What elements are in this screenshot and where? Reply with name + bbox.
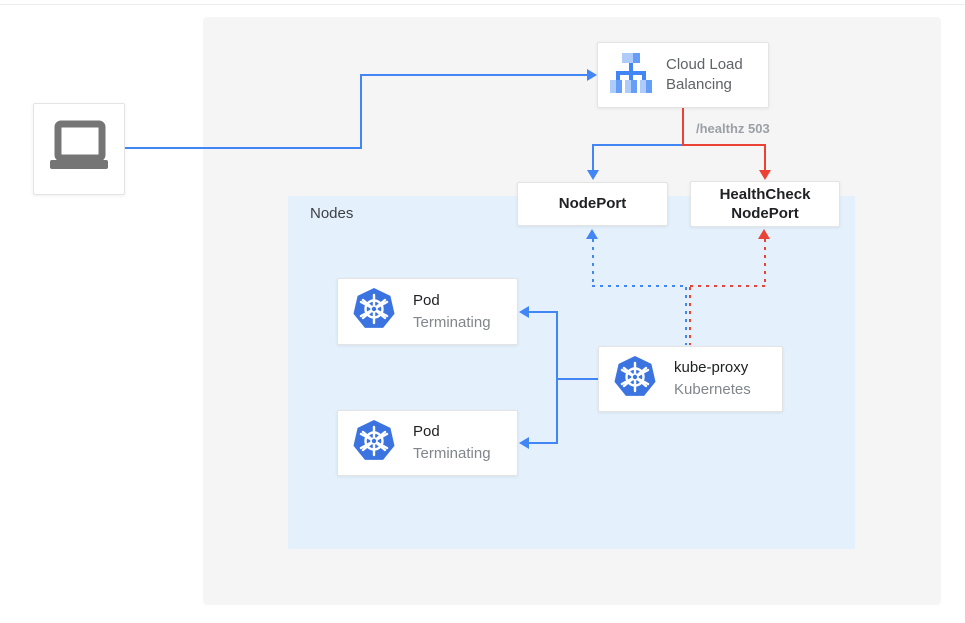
arrowhead-dotted-into-healthcheck bbox=[758, 229, 770, 239]
arrowhead-into-lb bbox=[587, 69, 597, 81]
dotted-blue-h bbox=[592, 285, 687, 287]
connector-kubeproxy-split-v bbox=[556, 311, 558, 444]
kubernetes-icon bbox=[352, 287, 396, 336]
connector-branch-blue-h bbox=[592, 144, 684, 146]
healthz-status-label: /healthz 503 bbox=[696, 121, 770, 136]
dotted-blue-v-nodeport bbox=[592, 239, 594, 286]
connector-to-pod1-h bbox=[528, 311, 558, 313]
connector-to-pod2-h bbox=[528, 442, 558, 444]
nodeport-node: NodePort bbox=[517, 182, 668, 226]
top-divider bbox=[0, 4, 965, 5]
arrowhead-into-nodeport bbox=[587, 170, 599, 180]
laptop-icon bbox=[46, 118, 112, 181]
cloud-load-balancing-node: Cloud Load Balancing bbox=[597, 42, 769, 108]
arrowhead-into-pod1 bbox=[519, 306, 529, 318]
connector-branch-red-h bbox=[682, 144, 766, 146]
nodes-panel-label: Nodes bbox=[310, 205, 354, 222]
pod1-title: Pod bbox=[413, 291, 440, 309]
kubernetes-icon bbox=[613, 355, 657, 404]
connector-branch-red-v bbox=[764, 144, 766, 171]
connector-client-to-lb-h bbox=[125, 147, 362, 149]
nodeport-label: NodePort bbox=[558, 195, 627, 213]
dotted-red-v-healthcheck bbox=[764, 239, 766, 286]
pod2-node: Pod Terminating bbox=[337, 410, 518, 476]
connector-branch-blue-v bbox=[592, 144, 594, 171]
dotted-pair-red-v bbox=[689, 287, 691, 345]
cloud-load-balancing-label: Cloud Load Balancing bbox=[666, 55, 743, 93]
load-balancer-icon bbox=[609, 52, 653, 98]
healthcheck-nodeport-label: HealthCheck NodePort bbox=[719, 185, 811, 223]
connector-client-to-lb-v bbox=[360, 74, 362, 149]
pod2-status: Terminating bbox=[413, 445, 491, 462]
pod1-node: Pod Terminating bbox=[337, 278, 518, 345]
kube-proxy-subtitle: Kubernetes bbox=[674, 381, 751, 398]
connector-client-to-lb-h2 bbox=[360, 74, 588, 76]
healthcheck-nodeport-node: HealthCheck NodePort bbox=[690, 181, 840, 227]
connector-kubeproxy-out-h bbox=[557, 378, 598, 380]
dotted-red-h bbox=[690, 285, 766, 287]
pod1-status: Terminating bbox=[413, 313, 491, 331]
arrowhead-into-pod2 bbox=[519, 437, 529, 449]
connector-lb-stem-red bbox=[682, 108, 684, 146]
kubernetes-icon bbox=[352, 419, 396, 468]
kube-proxy-node: kube-proxy Kubernetes bbox=[598, 346, 783, 412]
arrowhead-into-healthcheck bbox=[759, 170, 771, 180]
pod2-title: Pod bbox=[413, 423, 440, 441]
dotted-pair-blue-v bbox=[685, 287, 687, 345]
client-node bbox=[33, 103, 125, 195]
arrowhead-dotted-into-nodeport bbox=[586, 229, 598, 239]
kube-proxy-title: kube-proxy bbox=[674, 359, 749, 377]
